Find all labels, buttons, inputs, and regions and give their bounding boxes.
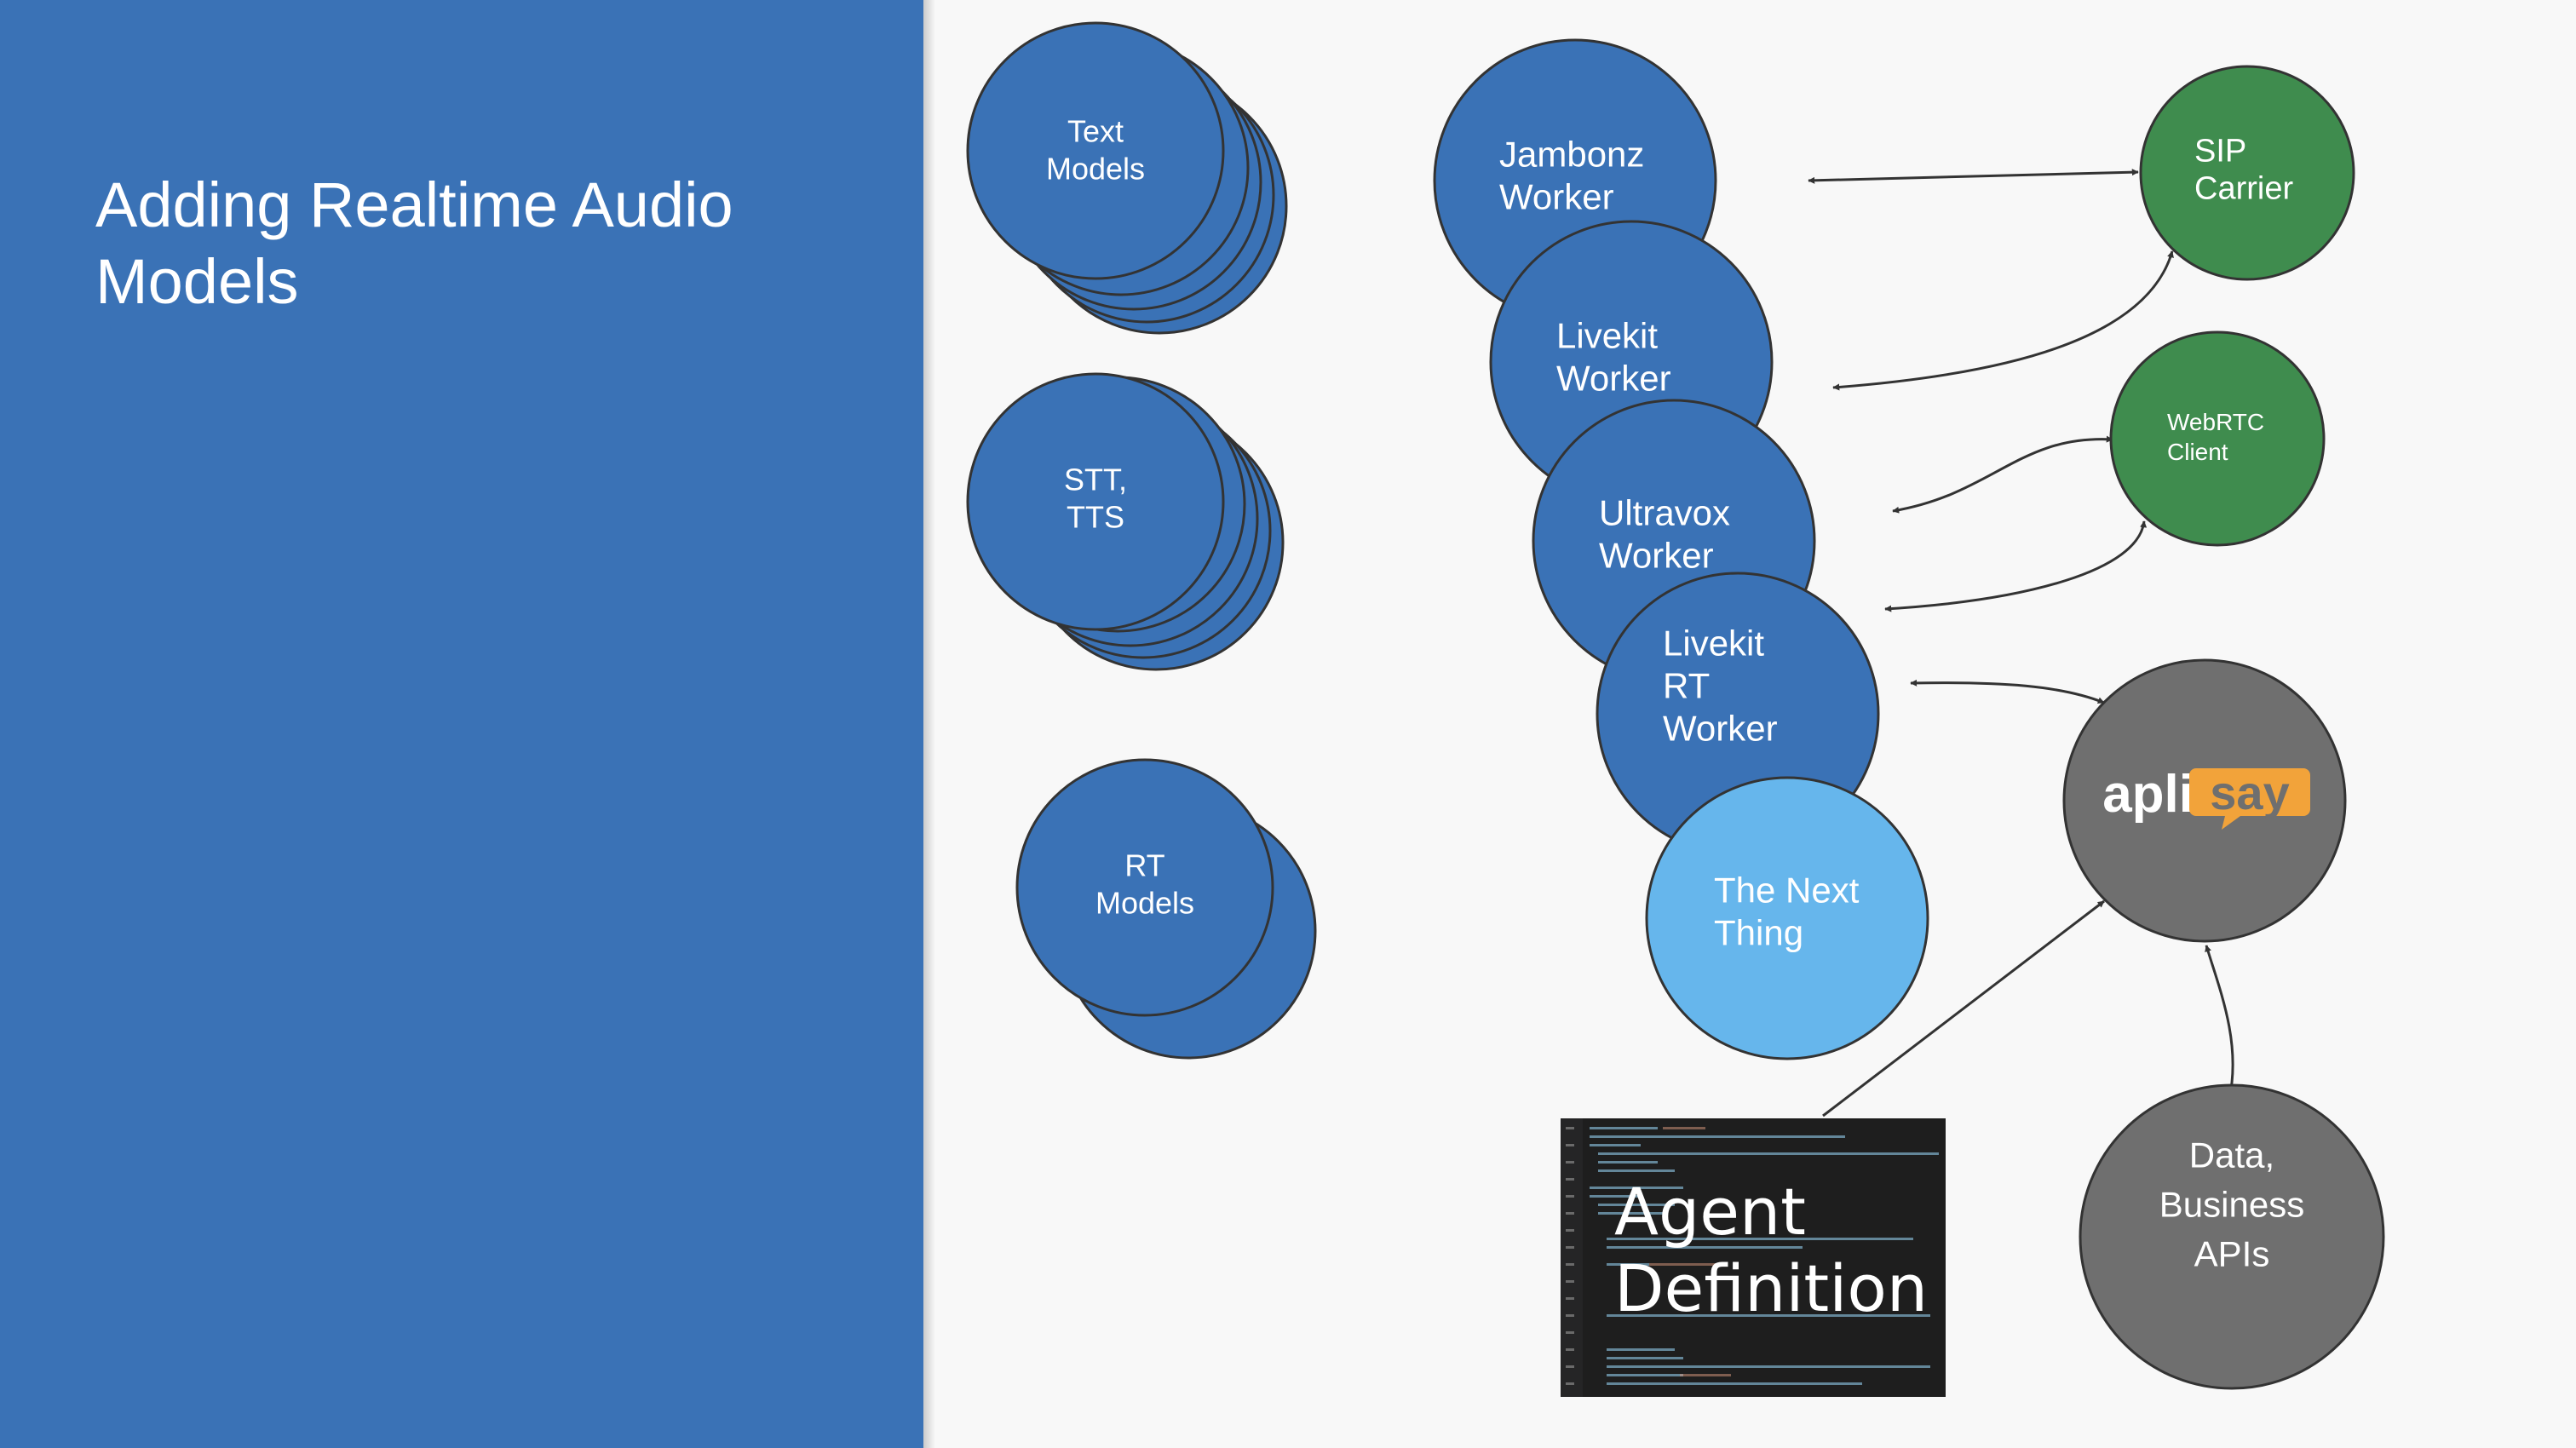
title-panel: Adding Realtime Audio Models (0, 0, 923, 1448)
label-line: Models (1046, 151, 1145, 186)
label-line: Text (1067, 113, 1124, 148)
panel-shadow (923, 0, 935, 1448)
label-line: Ultravox (1599, 493, 1730, 533)
label-line: Business (2159, 1184, 2304, 1224)
label-line: Models (1095, 885, 1194, 920)
arrow-livekit-rt-aplisay (1910, 679, 2105, 704)
text-models-node (966, 21, 1225, 280)
label-line: Livekit (1663, 623, 1764, 664)
label-line: RT (1124, 848, 1164, 882)
rt-models-node (1015, 758, 1274, 1017)
arrow-jambonz-sip (1808, 169, 2139, 184)
label-line: Data, (2189, 1135, 2274, 1175)
label-line: Worker (1663, 709, 1778, 749)
label-line: Worker (1499, 177, 1614, 217)
label-line: Worker (1599, 536, 1714, 576)
label-line: STT, (1064, 462, 1127, 497)
label-line: The Next (1714, 871, 1860, 911)
label-line: SIP (2194, 133, 2246, 169)
agent-definition-thumbnail (1561, 1118, 1946, 1397)
arrow-agent-aplisay (1822, 899, 2105, 1118)
arrow-livekit-rt-webrtc (1884, 520, 2148, 612)
agent-definition-label: Agent Definition (1614, 1174, 1929, 1326)
label-line: TTS (1067, 499, 1124, 534)
aplisay-logo-apli: apli (2102, 765, 2194, 824)
aplisay-speech-bubble (2189, 768, 2310, 830)
label-line: APIs (2194, 1233, 2270, 1273)
slide-title: Adding Realtime Audio Models (95, 170, 733, 317)
arrow-ultravox-webrtc (1892, 435, 2113, 514)
webrtc-client-label: WebRTC Client (2167, 409, 2264, 465)
code-lines (1566, 1127, 1939, 1385)
aplisay-node: apli say (2062, 658, 2347, 943)
label-line: Carrier (2194, 170, 2293, 206)
aplisay-logo-say: say (2210, 766, 2289, 819)
webrtc-client-node: WebRTC Client (2109, 330, 2326, 547)
stt-tts-label: STT,TTS (1064, 462, 1127, 534)
stt-tts-node (966, 372, 1225, 631)
arrow-aplisay-data (2205, 945, 2235, 1095)
label-line: WebRTC (2167, 409, 2264, 435)
label-line: RT (1663, 666, 1710, 706)
label-line: Thing (1714, 913, 1803, 953)
stt-tts-stack: STT,TTS (966, 372, 1285, 671)
label-line: Livekit (1556, 316, 1658, 356)
label-line: Jambonz (1499, 135, 1644, 175)
arrow-livekit-sip (1832, 250, 2174, 391)
label-line: Worker (1556, 359, 1671, 399)
aplisay-logo: apli say (2102, 765, 2310, 830)
label-line: Client (2167, 439, 2228, 465)
connections (1808, 169, 2235, 1118)
